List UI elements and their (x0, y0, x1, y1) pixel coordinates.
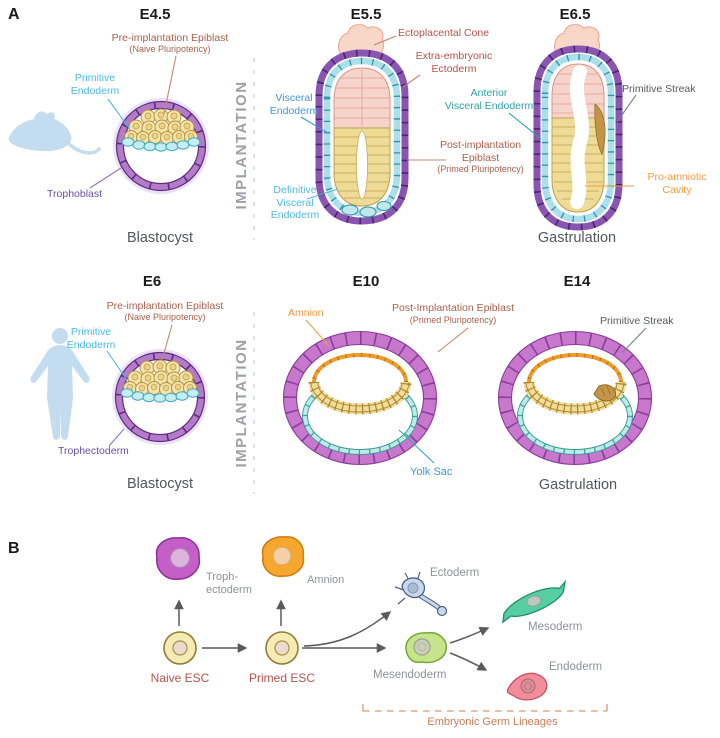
e45-trophoblast-label: Trophoblast (47, 188, 103, 200)
e65-primitive-streak-label: Primitive Streak (622, 83, 696, 95)
b-mesendoderm-label: Mesendoderm (373, 669, 447, 681)
naive-esc-cell (163, 631, 197, 665)
e65-embryo-drawing (533, 24, 623, 231)
b-endoderm-label: Endoderm (549, 661, 603, 673)
e55-embryo-drawing (315, 24, 409, 225)
e55-ectoplacental-cone-label: Ectoplacental Cone (398, 27, 490, 39)
b-mesoderm-label: Mesoderm (528, 621, 583, 633)
implantation-label-row2: IMPLANTATION (233, 338, 250, 468)
e14-embryo-drawing (499, 332, 652, 465)
embryonic-germ-lineages-label: Embryonic Germ Lineages (427, 716, 558, 728)
stage-title-e14: E14 (563, 273, 591, 290)
amnion-cell (261, 536, 305, 577)
e10-yolk-sac-label: Yolk Sac (410, 466, 453, 478)
e14-primitive-streak-region (593, 384, 617, 402)
e14-primitive-streak-label: Primitive Streak (600, 315, 674, 327)
panel-b-label: B (8, 540, 20, 557)
b-amnion-label: Amnion (307, 574, 345, 586)
b-trophectoderm-label: Troph-ectoderm (206, 571, 252, 597)
stage-title-e45: E4.5 (139, 6, 171, 23)
human-icon (30, 328, 90, 440)
e45-caption: Blastocyst (126, 230, 194, 246)
e14-caption: Gastrulation (538, 477, 618, 493)
stage-title-e55: E5.5 (350, 6, 382, 23)
e6-caption: Blastocyst (126, 476, 194, 492)
e6-trophectoderm-label: Trophectoderm (58, 445, 129, 457)
e10-postimplantation-epiblast-label: Post-Implantation Epiblast (Primed Pluri… (392, 302, 514, 325)
b-naive-esc-label: Naive ESC (150, 671, 210, 685)
endoderm-cell (506, 672, 548, 701)
e65-primitive-streak-region (594, 103, 606, 156)
implantation-label-row1: IMPLANTATION (233, 80, 250, 210)
e10-embryo-drawing (284, 332, 437, 465)
e45-blastocyst-drawing (113, 98, 209, 194)
stage-title-e65: E6.5 (559, 6, 591, 23)
stage-title-e10: E10 (352, 273, 380, 290)
e65-caption: Gastrulation (537, 230, 617, 246)
e6-naive-pluripotency-label: (Naive Pluripotency) (124, 312, 206, 322)
ectoderm-cell (394, 571, 448, 617)
e6-blastocyst-drawing (112, 349, 208, 445)
e45-naive-pluripotency-label: (Naive Pluripotency) (129, 44, 211, 54)
e45-preimplantation-epiblast-label: Pre-implantation Epiblast (111, 32, 229, 44)
panel-a-label: A (8, 6, 20, 23)
e10-amnion-label: Amnion (288, 307, 324, 319)
lineage-arrows (174, 599, 490, 671)
mesoderm-cell (502, 579, 567, 624)
germ-lineages-bracket (362, 704, 608, 712)
mesendoderm-cell (405, 631, 447, 664)
stage-title-e6: E6 (142, 273, 162, 290)
b-primed-esc-label: Primed ESC (248, 671, 316, 685)
mouse-icon (8, 111, 101, 155)
leader-lines-row1 (89, 35, 637, 200)
primed-esc-cell (265, 631, 299, 665)
leader-lines-row2 (106, 319, 647, 464)
trophectoderm-cell (155, 537, 201, 580)
e6-preimplantation-epiblast-label: Pre-implantation Epiblast (106, 300, 224, 312)
b-ectoderm-label: Ectoderm (430, 567, 480, 579)
